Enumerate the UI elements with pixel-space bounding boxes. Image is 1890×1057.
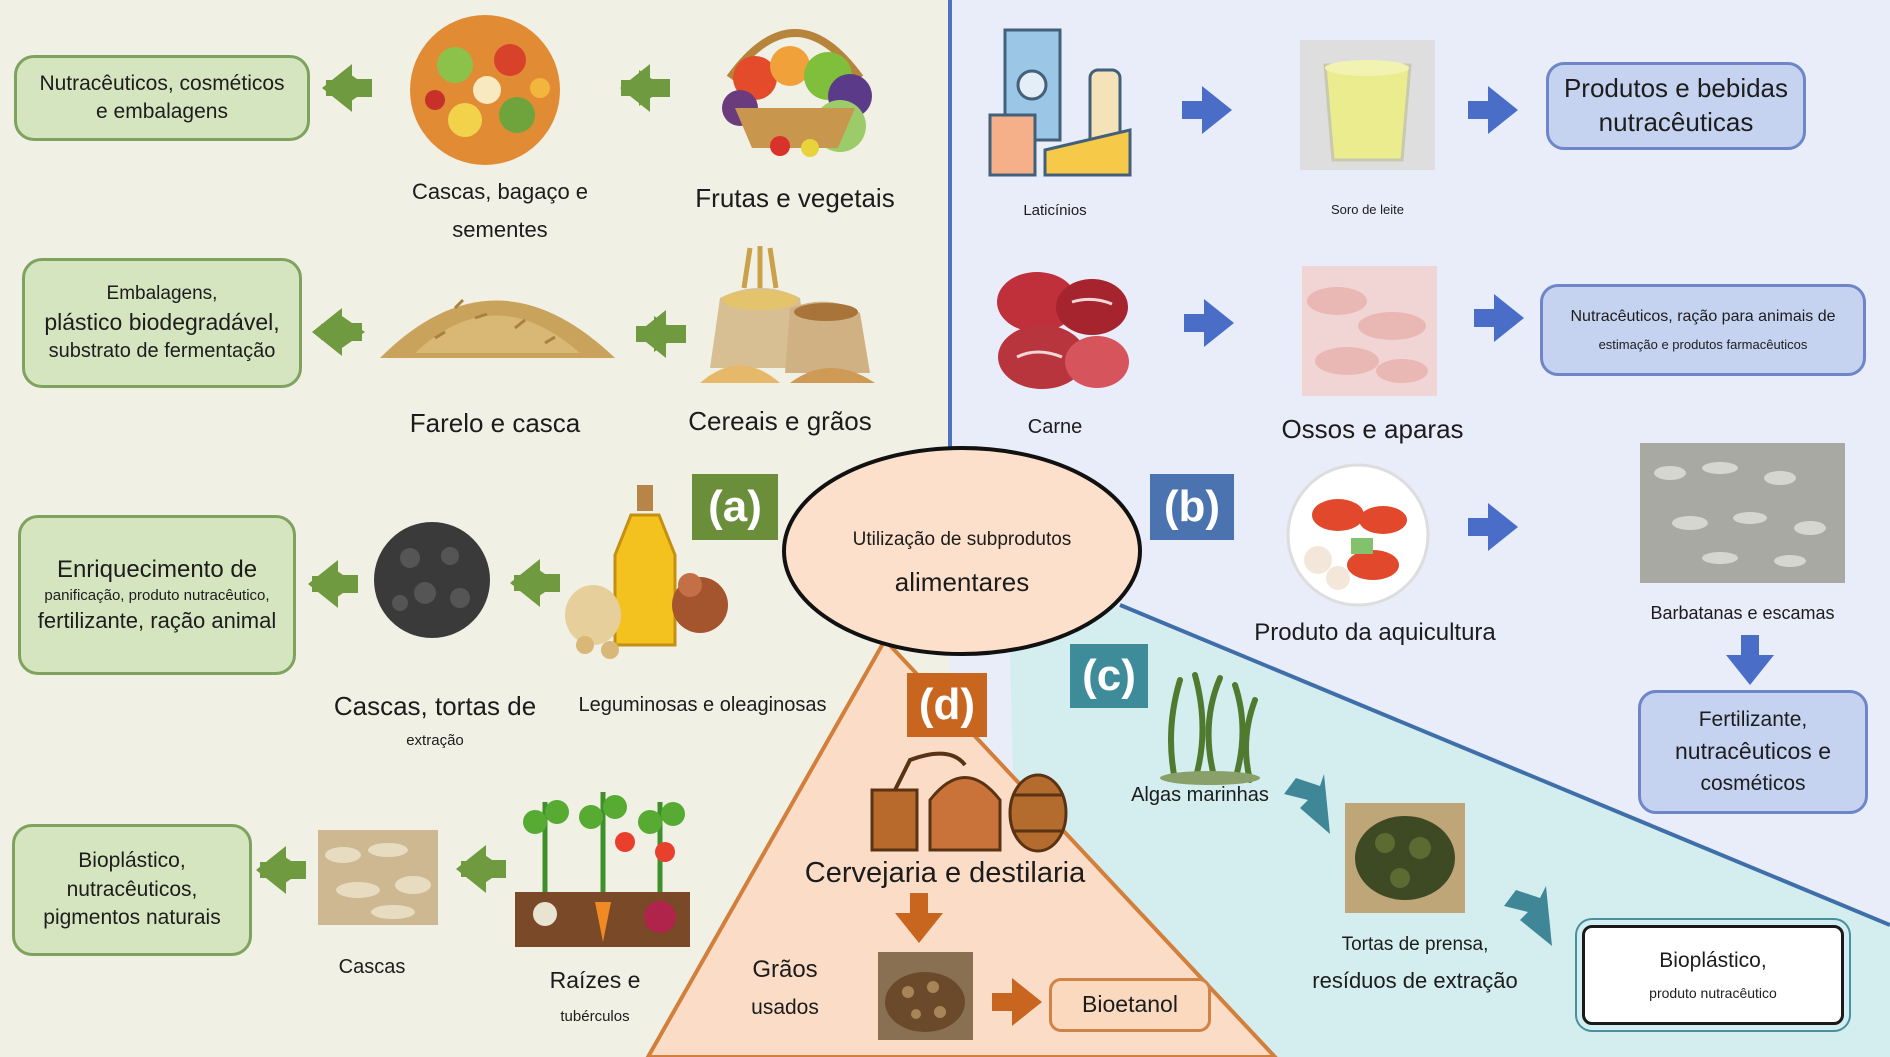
seaweed-icon — [1160, 672, 1260, 785]
root-peels-icon — [318, 830, 438, 925]
label-cervejaria-destilaria: Cervejaria e destilaria — [804, 857, 1086, 889]
label-tortas-line1: Tortas de prensa, — [1341, 934, 1489, 955]
arrows-orange — [895, 893, 1042, 1026]
output-box-a2-line3: substrato de fermentação — [48, 339, 276, 362]
tag-d: (d) — [907, 673, 987, 737]
label-barbatanas-escamas: Barbatanas e escamas — [1650, 603, 1835, 623]
output-box-a2-line2: plástico biodegradável, — [44, 308, 280, 335]
brewery-distillery-icon — [870, 751, 1068, 853]
output-box-b2: Nutracêuticos, ração para animais de est… — [1540, 284, 1866, 376]
spent-grains-icon — [878, 952, 973, 1040]
center-title-line1: Utilização de subprodutos — [852, 529, 1072, 550]
output-box-a1-line1: Nutracêuticos, cosméticos — [39, 71, 285, 95]
label-laticinios: Laticínios — [1023, 202, 1087, 219]
output-box-b2-line1: Nutracêuticos, ração para animais de — [1570, 308, 1836, 326]
label-cascas-tortas-line2: extração — [406, 732, 464, 749]
separator-diagonal — [1119, 603, 1890, 927]
arrows-blue — [1182, 86, 1774, 685]
roots-tubers-icon — [515, 792, 690, 947]
arrows-teal — [1284, 774, 1552, 946]
output-box-a2-line1: Embalagens, — [106, 283, 218, 305]
output-box-a3-line3: fertilizante, ração animal — [37, 608, 277, 634]
center-title-line2: alimentares — [894, 567, 1030, 597]
label-cascas-bagaco-line1: Cascas, bagaço e — [411, 179, 589, 204]
output-box-d1: Bioetanol — [1049, 978, 1211, 1032]
fruits-basket-icon — [722, 29, 872, 157]
output-box-a4-line3: pigmentos naturais — [43, 906, 221, 930]
aquaculture-icon — [1286, 463, 1430, 607]
output-box-a2: Embalagens, plástico biodegradável, subs… — [22, 258, 302, 388]
label-frutas-vegetais: Frutas e vegetais — [695, 183, 895, 213]
output-box-a1-line2: e embalagens — [96, 100, 228, 123]
output-box-b3-line3: cosméticos — [1700, 771, 1806, 795]
label-leguminosas-oleaginosas: Leguminosas e oleaginosas — [578, 694, 827, 716]
residue-icon — [1345, 803, 1465, 913]
label-graos-line1: Grãos — [752, 956, 818, 983]
output-box-a3-line2: panificação, produto nutracêutico, — [44, 587, 270, 605]
output-box-a4: Bioplástico, nutracêuticos, pigmentos na… — [12, 824, 252, 956]
peels-seeds-icon — [410, 15, 560, 165]
output-box-b1: Produtos e bebidas nutracêuticas — [1546, 62, 1806, 150]
label-soro-leite: Soro de leite — [1331, 202, 1404, 217]
tag-b: (b) — [1150, 474, 1234, 540]
label-cascas: Cascas — [338, 956, 406, 978]
output-box-b1-line1: Produtos e bebidas — [1563, 73, 1789, 104]
label-raizes-line2: tubérculos — [560, 1008, 630, 1025]
label-algas-marinhas: Algas marinhas — [1131, 784, 1269, 806]
output-box-a3: Enriquecimento de panificação, produto n… — [18, 515, 296, 675]
output-box-d1-label: Bioetanol — [1082, 991, 1178, 1018]
label-graos-line2: usados — [751, 996, 819, 1019]
meat-icon — [997, 272, 1129, 389]
oil-legumes-icon — [565, 485, 728, 659]
output-box-c1-line2: produto nutracêutico — [1649, 984, 1777, 1001]
output-box-c1: Bioplástico, produto nutracêutico — [1582, 925, 1844, 1025]
output-box-b1-line2: nutracêuticas — [1598, 107, 1754, 137]
output-box-b3-line1: Fertilizante, — [1698, 707, 1808, 731]
label-raizes-line1: Raízes e — [549, 967, 641, 993]
tag-a: (a) — [692, 474, 778, 540]
output-box-b3: Fertilizante, nutracêuticos e cosméticos — [1638, 690, 1868, 814]
bones-trimmings-icon — [1302, 266, 1437, 396]
output-box-a3-line1: Enriquecimento de — [56, 555, 258, 583]
label-ossos-aparas: Ossos e aparas — [1281, 414, 1464, 444]
label-produto-aquicultura: Produto da aquicultura — [1254, 619, 1496, 646]
label-cascas-bagaco-line2: sementes — [452, 217, 548, 242]
label-farelo-casca: Farelo e casca — [409, 408, 581, 438]
arrows-green-left — [256, 64, 686, 894]
label-cereais-graos: Cereais e grãos — [688, 406, 872, 436]
press-cake-icon — [374, 522, 490, 638]
output-box-a4-line1: Bioplástico, — [78, 849, 186, 873]
tag-c: (c) — [1070, 644, 1148, 708]
label-cascas-tortas-line1: Cascas, tortas de — [333, 691, 537, 721]
cereal-sacks-icon — [700, 246, 875, 383]
output-box-a4-line2: nutracêuticos, — [66, 877, 198, 901]
whey-icon — [1300, 40, 1435, 170]
output-box-c1-line1: Bioplástico, — [1659, 949, 1767, 973]
label-carne: Carne — [1027, 416, 1083, 438]
label-tortas-line2: resíduos de extração — [1312, 968, 1518, 993]
output-box-a1: Nutracêuticos, cosméticos e embalagens — [14, 55, 310, 141]
fins-scales-icon — [1640, 443, 1845, 583]
output-box-b3-line2: nutracêuticos e — [1675, 738, 1831, 765]
dairy-icon — [988, 28, 1132, 177]
output-box-b2-line2: estimação e produtos farmacêuticos — [1598, 337, 1808, 353]
center-ellipse — [782, 446, 1142, 656]
bran-husk-icon — [380, 298, 615, 358]
